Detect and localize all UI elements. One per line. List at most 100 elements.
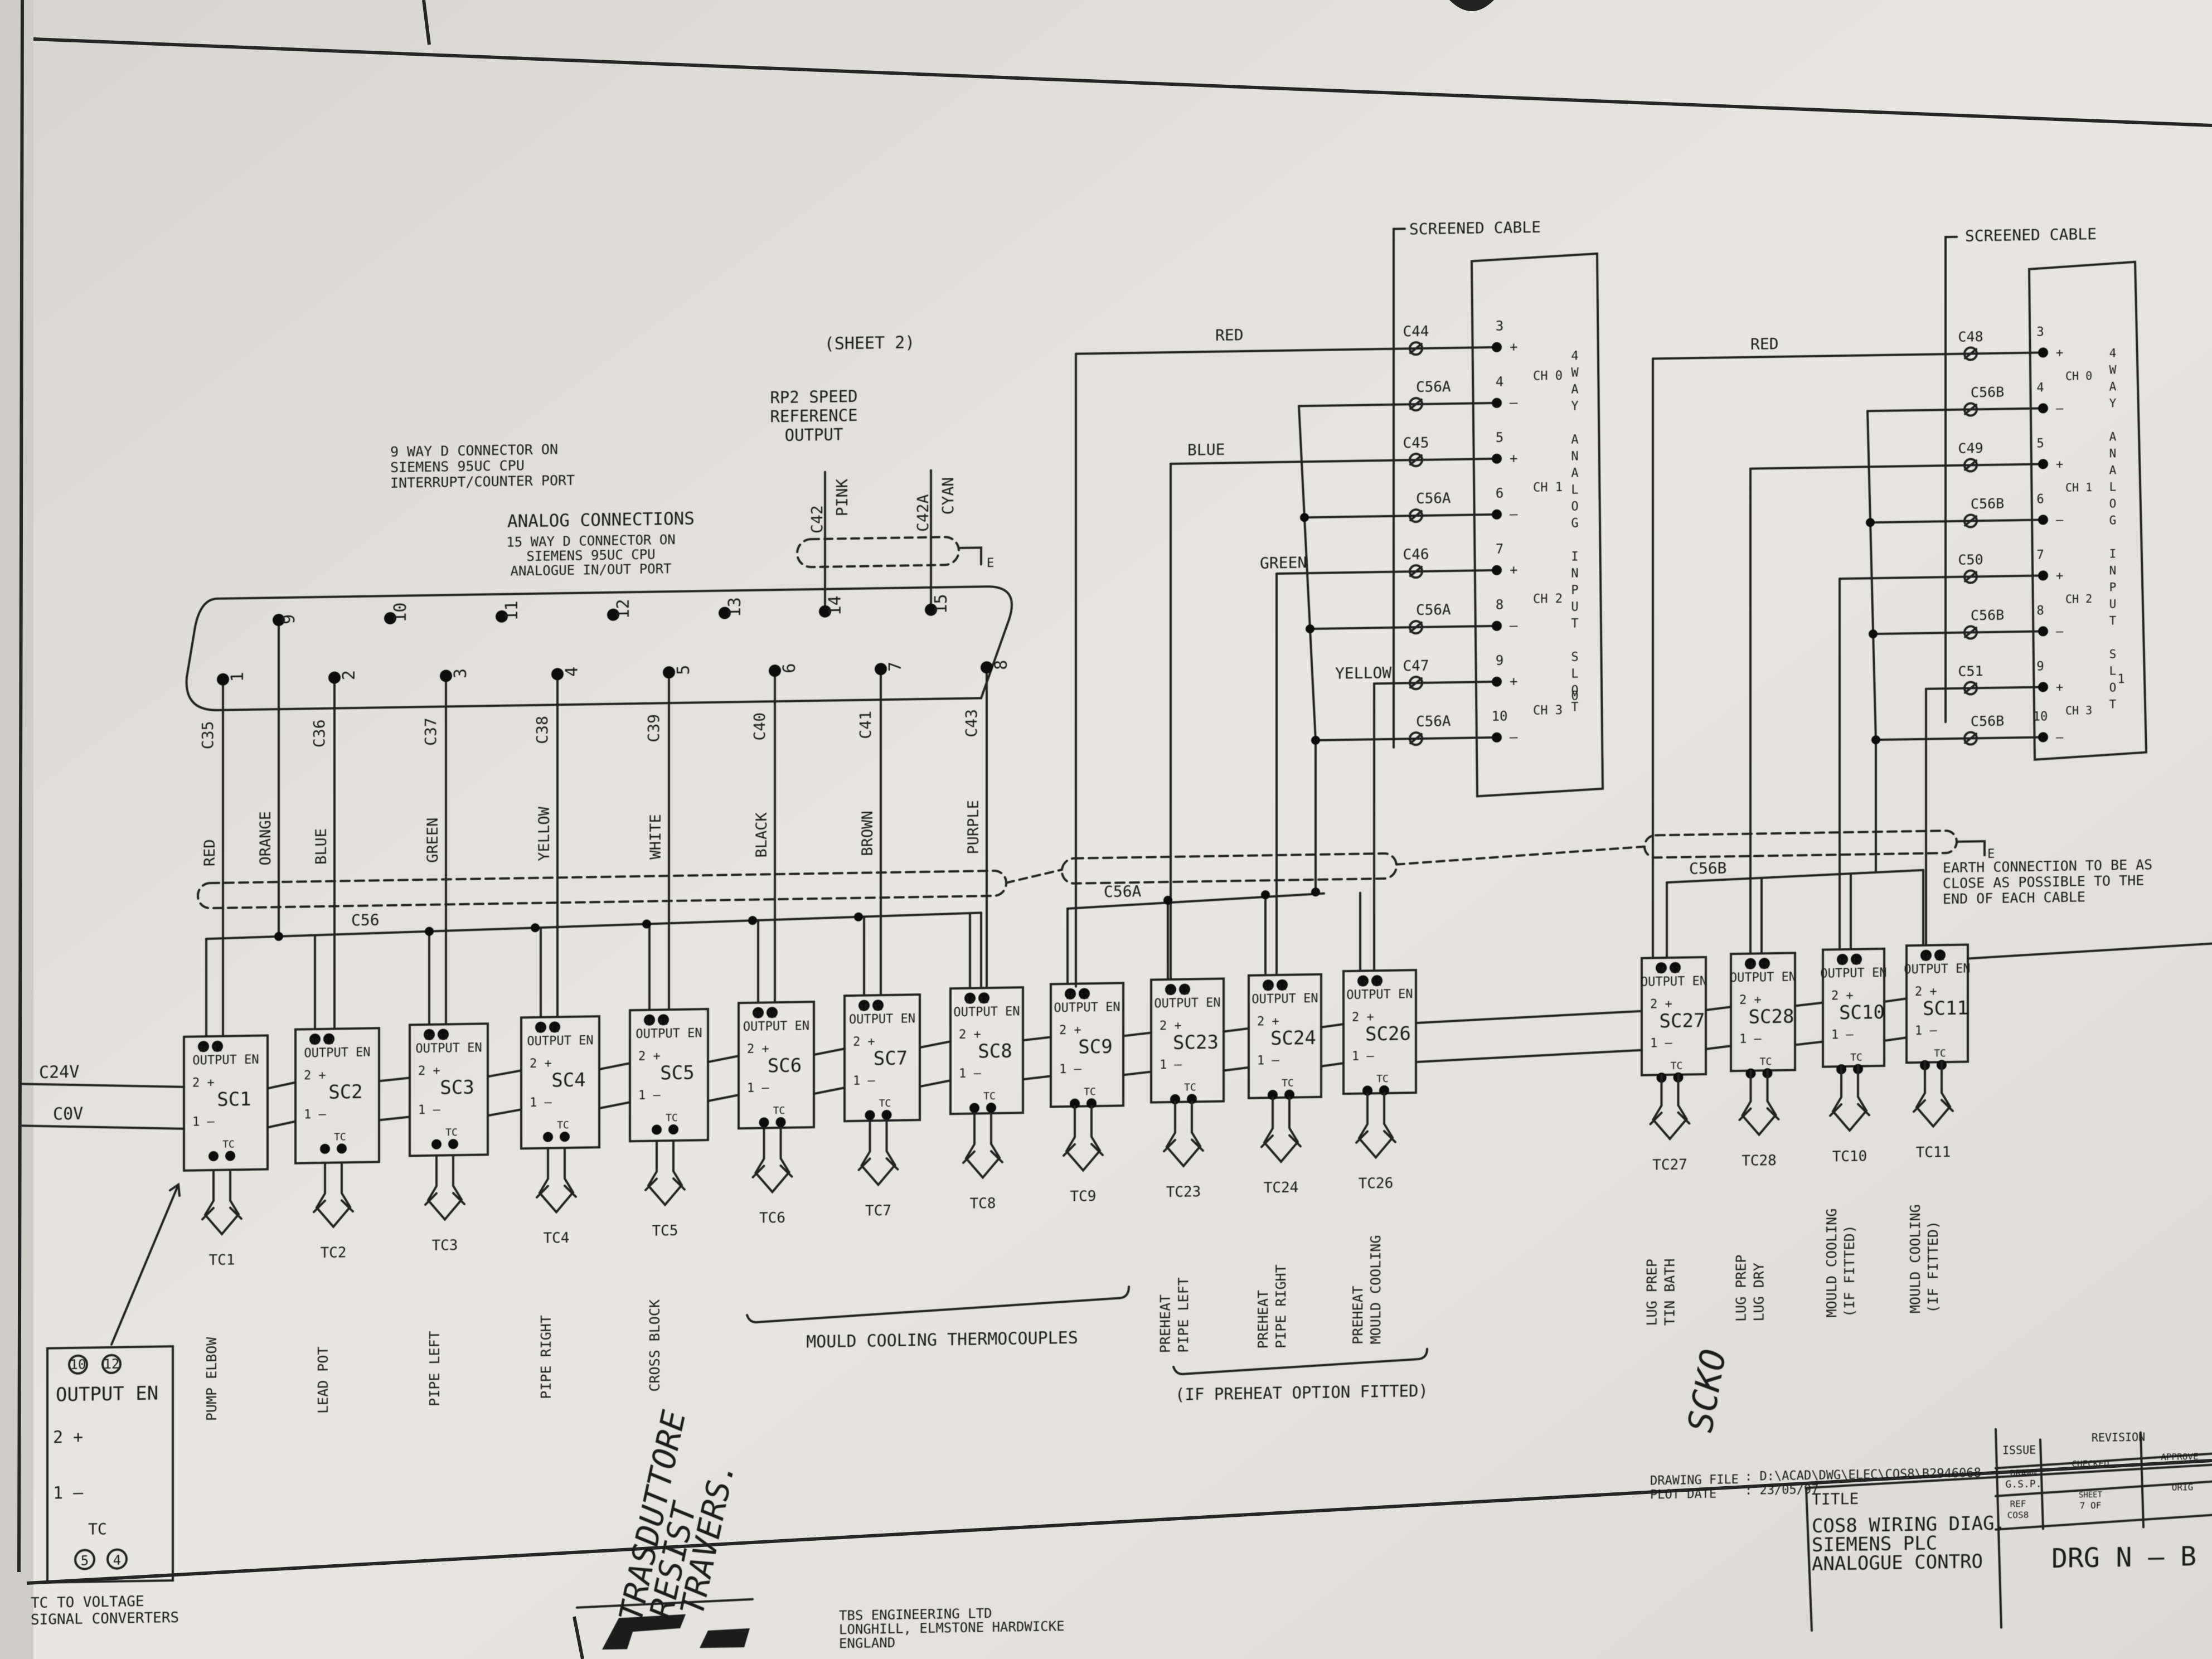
channel-wire [1075,347,1400,355]
supply-label: C0V [53,1104,83,1124]
tc-label: TC [1184,1081,1196,1093]
c56b-wire [1875,738,1952,741]
thermocouple-label: TC9 [1070,1188,1097,1205]
connector-pin [875,663,887,676]
converter-module [1730,952,1796,1073]
converter-id: SC24 [1270,1027,1316,1050]
sensor-description: PREHEAT [1255,1290,1271,1349]
thermocouple-mark [1090,1143,1104,1156]
terminal [652,1124,662,1135]
minus-terminal: 1 – [1739,1032,1762,1046]
minus-terminal: 1 – [1352,1049,1374,1064]
terminal [1086,1098,1097,1109]
terminal [964,992,976,1004]
title-block-line [2140,1431,2145,1529]
module-title-letter: O [1571,500,1578,514]
terminal [881,1110,892,1120]
terminal-polarity: – [1510,729,1518,745]
module-title-letter: T [2109,697,2117,711]
minus-terminal: 1 – [1831,1028,1854,1042]
converter-id: SC8 [978,1040,1012,1063]
thermocouple-label: TC3 [432,1237,458,1254]
title-block-line [1995,1480,2212,1497]
input-terminal [1492,676,1502,687]
terminal-pin: 8 [1496,597,1503,613]
terminal-pin: 7 [2036,548,2044,562]
thermocouple-mark [1857,1103,1870,1117]
terminal-cable: C56B [1971,713,2004,730]
plus-terminal: 2 + [1257,1015,1279,1029]
mould-cooling-brace [746,1286,1130,1323]
sensor-description: TIN BATH [1662,1258,1678,1326]
company-logo [700,1628,750,1648]
plus-terminal: 2 + [1831,989,1854,1003]
screw-slot [1409,510,1423,522]
thermocouple-mark [1063,1143,1076,1157]
cable-colour: PURPLE [965,800,982,855]
terminal-polarity: – [1510,618,1518,633]
screw-terminal [1409,397,1423,412]
terminal-polarity: – [2056,402,2064,416]
sheet-value: 7 OF [2080,1500,2102,1511]
junction-dot [642,919,651,929]
supply-rail-0v [707,1094,740,1103]
c56a-wire [1309,626,1400,630]
thermocouple-leads [538,1147,575,1214]
terminal [872,1000,884,1011]
supply-rail-24v [1223,1027,1250,1033]
thermocouple-label: TC23 [1166,1183,1201,1201]
converter-module [1342,969,1417,1095]
terminal-wire [1950,686,2047,690]
input-terminal [2038,570,2048,581]
screw-terminal [1963,681,1978,696]
supply-rail-0v [378,1115,411,1122]
thermocouple-mark [313,1199,326,1214]
channel-wire [1652,353,1952,360]
d-connector-shell [185,585,1013,711]
title-block-line [1805,1487,1813,1632]
thermocouple-leads [1915,1061,1952,1128]
module-title-letter: P [2109,580,2117,594]
module-title-letter: Y [1571,400,1578,414]
thermocouple-mark [751,1165,765,1178]
supply-rail-0v [266,1120,297,1129]
thermocouple-mark [536,1185,549,1199]
input-terminal [2038,459,2048,469]
cable-number: C40 [750,712,769,741]
slot-number: 1 [2117,672,2124,686]
issue-label: ISSUE [2002,1443,2036,1457]
terminal-cable: C44 [1403,323,1429,341]
plus-terminal: 2 + [1352,1010,1374,1025]
junction-dot [748,916,757,925]
thermocouple-mark [564,1185,577,1198]
ref-label: REF [2010,1498,2026,1509]
cable-number: C39 [644,714,663,743]
channel-label: CH 1 [1533,481,1563,495]
plus-terminal: 2 + [1059,1023,1081,1038]
module-title-letter: Y [2109,396,2117,410]
connector-pin [328,671,341,684]
connector-pin [440,670,452,682]
connector-pin [719,607,731,619]
terminal-number: 10 [1657,966,1666,975]
terminal [759,1117,769,1128]
sensor-description: PREHEAT [1350,1286,1366,1345]
channel-colour: RED [1750,334,1779,353]
thermocouple-leads [860,1119,896,1187]
rp2-earth-lead [958,546,982,566]
earth-note: END OF EACH CABLE [1943,889,2085,907]
junction-dot [854,912,863,921]
terminal-polarity: – [1510,506,1518,522]
supply-rail-24v [1415,1010,1643,1025]
terminal [320,1143,330,1154]
checked-label: CHECKED [2072,1458,2109,1469]
minus-terminal: 1 – [192,1115,215,1129]
plus-terminal: 2 + [747,1042,769,1056]
connector-pin [981,661,993,674]
supply-rail-24v [266,1081,297,1090]
thermocouple-mark [1260,1134,1274,1148]
plot-date-label: PLOT DATE [1650,1487,1716,1502]
terminal [448,1139,458,1149]
terminal [438,1029,449,1040]
channel-wire [1170,459,1400,465]
